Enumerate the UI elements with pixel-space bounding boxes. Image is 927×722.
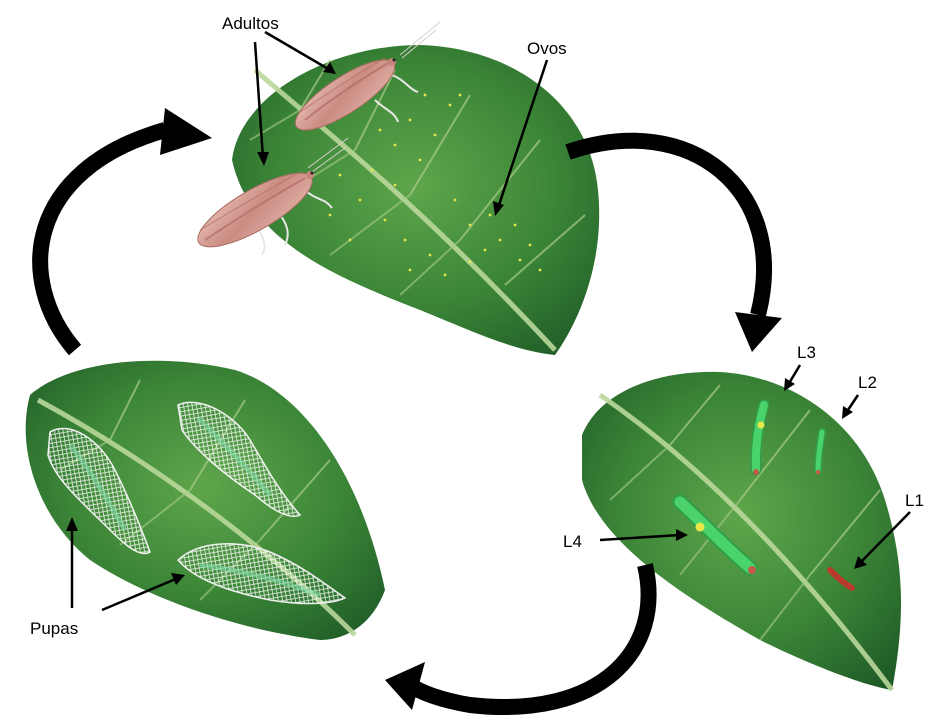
label-l3: L3 xyxy=(797,343,816,362)
label-l2: L2 xyxy=(858,373,877,392)
label-adults: Adultos xyxy=(222,14,279,33)
cycle-arrow-larvae-to-pupae xyxy=(385,565,649,710)
label-pupae: Pupas xyxy=(30,619,78,638)
cycle-arrow-pupae-to-adults xyxy=(40,108,212,350)
label-l4: L4 xyxy=(563,532,582,551)
label-eggs: Ovos xyxy=(527,39,567,58)
cycle-arrow-eggs-to-larvae xyxy=(568,141,782,352)
label-l1: L1 xyxy=(905,491,924,510)
